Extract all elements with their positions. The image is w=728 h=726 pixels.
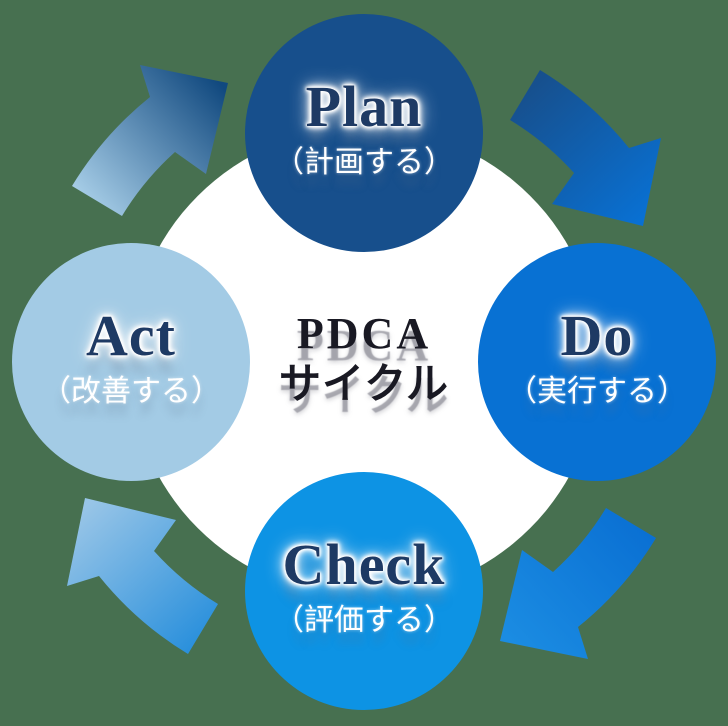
node-sublabel-do: （実行する） xyxy=(507,375,687,408)
pdca-node-check: Check （評価する） xyxy=(245,472,483,710)
node-label-act: Act xyxy=(86,303,176,368)
node-label-do: Do xyxy=(560,303,634,368)
node-sublabel-act: （改善する） xyxy=(41,375,221,408)
center-title-line2: サイクル xyxy=(279,362,449,408)
arrow-do-to-check-icon xyxy=(500,508,656,659)
pdca-node-act: Act （改善する） xyxy=(12,243,250,481)
node-sublabel-check: （評価する） xyxy=(274,604,454,637)
node-sublabel-plan: （計画する） xyxy=(274,146,454,179)
arrow-act-to-plan-icon xyxy=(72,65,228,216)
node-label-check: Check xyxy=(282,532,446,597)
pdca-node-do: Do （実行する） xyxy=(478,243,716,481)
center-title-line1: PDCA xyxy=(296,309,432,358)
node-label-plan: Plan xyxy=(305,74,423,139)
arrow-plan-to-do-icon xyxy=(510,70,661,226)
pdca-node-plan: Plan （計画する） xyxy=(245,14,483,252)
center-title: PDCA サイクル xyxy=(0,309,728,408)
arrow-check-to-act-icon xyxy=(67,498,218,654)
